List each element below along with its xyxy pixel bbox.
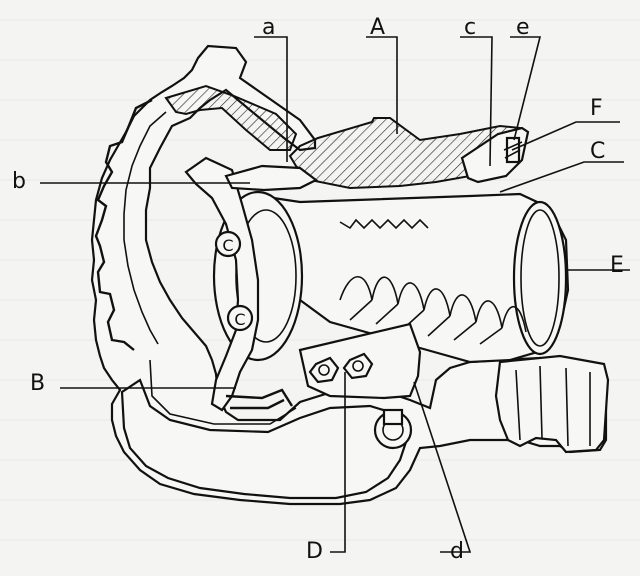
leader-lines <box>40 36 630 553</box>
mounting-bracket <box>494 354 610 454</box>
bore-end-inner <box>520 209 560 347</box>
nut-left <box>308 356 340 384</box>
leader-d <box>413 381 472 553</box>
bore-thread <box>339 218 429 230</box>
helical-spring <box>339 276 527 333</box>
ribbed-flange <box>94 98 153 351</box>
label-e: e <box>516 15 530 40</box>
label-b: b <box>12 169 26 194</box>
bolt-mark-upper: C <box>222 236 233 255</box>
drain-plug <box>373 408 413 450</box>
leader-C <box>499 161 624 193</box>
leader-a <box>254 36 288 162</box>
label-D: D <box>306 539 323 564</box>
label-C: C <box>590 139 605 164</box>
label-d: d <box>450 539 464 564</box>
label-A: A <box>370 15 385 40</box>
ring-F <box>503 141 523 159</box>
label-E: E <box>610 253 624 278</box>
leader-e <box>510 36 542 141</box>
leader-c <box>460 36 493 167</box>
leader-D <box>330 372 346 553</box>
sump-inner-line <box>149 359 297 425</box>
label-a: a <box>262 15 275 40</box>
leader-F <box>511 121 620 151</box>
bolt-C-upper: C <box>214 230 242 258</box>
leader-A <box>366 36 398 134</box>
spring-shade <box>349 299 503 345</box>
label-B: B <box>30 371 45 396</box>
sump-pan <box>120 378 412 500</box>
label-c: c <box>464 15 476 40</box>
nut-right <box>342 352 374 380</box>
bolt-mark-lower: C <box>234 310 245 329</box>
flange-inner-edge <box>123 111 167 345</box>
section-top-left-cut <box>164 84 298 151</box>
lever-lower-arm <box>225 388 294 410</box>
bracket-ribs <box>515 365 591 447</box>
fork-b <box>224 164 319 192</box>
label-F: F <box>590 96 603 121</box>
bore-end-ring <box>512 200 568 356</box>
bolt-C-lower: C <box>226 304 254 332</box>
